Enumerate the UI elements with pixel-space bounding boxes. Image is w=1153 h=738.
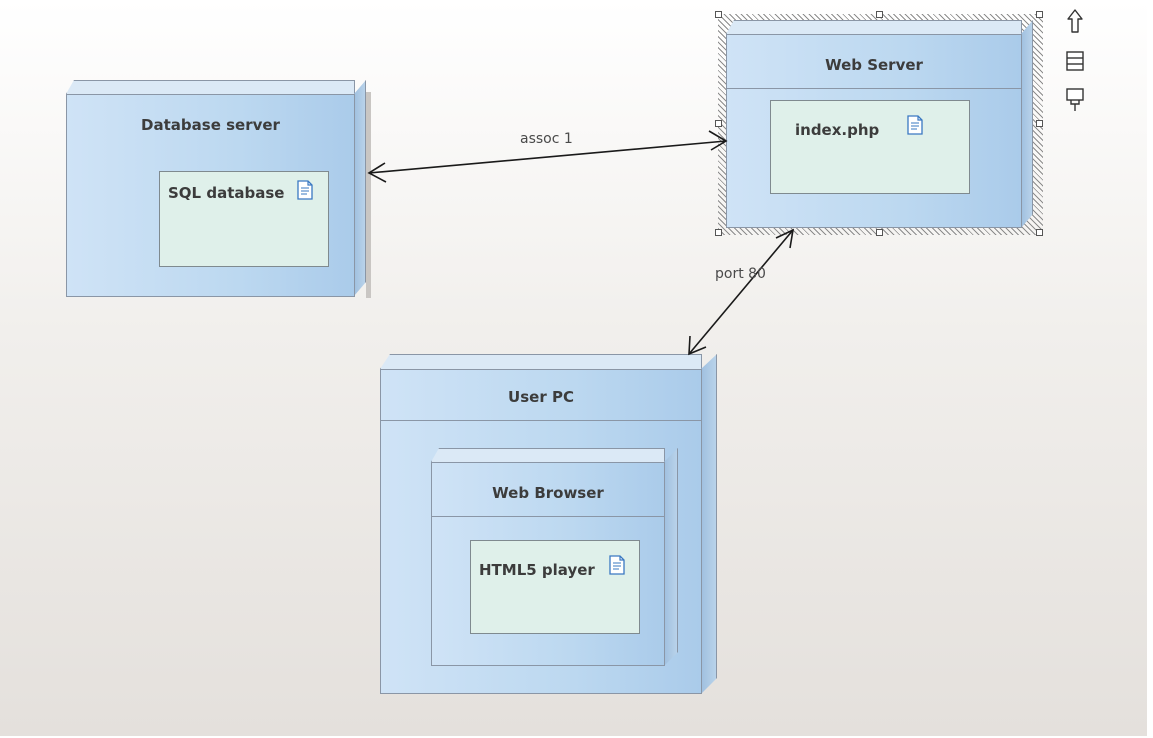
canvas-edge <box>0 736 1153 738</box>
node-divider <box>380 420 702 421</box>
resize-handle-bottom[interactable] <box>876 229 883 236</box>
resize-handle-left[interactable] <box>715 120 722 127</box>
connector-label-assoc-1: assoc 1 <box>520 131 573 147</box>
arrowhead-icon <box>775 228 795 249</box>
resize-handle-right[interactable] <box>1036 120 1043 127</box>
node-title: Database server <box>141 116 280 134</box>
connector-label-port-80: port 80 <box>715 266 766 282</box>
node-divider <box>726 88 1022 89</box>
node-title: User PC <box>508 388 574 406</box>
node-database-server[interactable]: Database server SQL database <box>66 80 371 302</box>
node-title: Web Browser <box>492 484 604 502</box>
artifact-index-php[interactable]: index.php <box>770 100 970 194</box>
canvas-edge <box>1147 0 1153 738</box>
artifact-html5-player[interactable]: HTML5 player <box>470 540 640 634</box>
node-web-server[interactable]: Web Server index.php <box>726 20 1036 228</box>
artifact-label: index.php <box>795 121 880 139</box>
artifact-label: SQL database <box>168 184 285 202</box>
arrow-up-icon[interactable] <box>1064 8 1086 34</box>
resize-handle-top[interactable] <box>876 11 883 18</box>
document-icon <box>609 555 625 575</box>
resize-handle-top-right[interactable] <box>1036 11 1043 18</box>
resize-handle-bottom-right[interactable] <box>1036 229 1043 236</box>
arrowhead-icon <box>708 130 728 151</box>
connector-port-icon[interactable] <box>1064 86 1086 112</box>
artifact-label: HTML5 player <box>479 561 595 579</box>
document-icon <box>297 180 313 200</box>
connector-port-80[interactable] <box>688 228 795 356</box>
document-icon <box>907 115 923 135</box>
node-user-pc[interactable]: User PC Web Browser HTML5 player <box>380 354 720 694</box>
artifact-sql-database[interactable]: SQL database <box>159 171 329 267</box>
node-divider <box>431 516 665 517</box>
resize-handle-bottom-left[interactable] <box>715 229 722 236</box>
node-web-browser[interactable]: Web Browser HTML5 player <box>431 448 681 666</box>
arrowhead-icon <box>688 335 707 356</box>
node-title: Web Server <box>825 56 923 74</box>
element-list-icon[interactable] <box>1064 48 1086 74</box>
connector-assoc-1[interactable] <box>367 130 728 183</box>
arrowhead-icon <box>367 162 387 183</box>
resize-handle-top-left[interactable] <box>715 11 722 18</box>
